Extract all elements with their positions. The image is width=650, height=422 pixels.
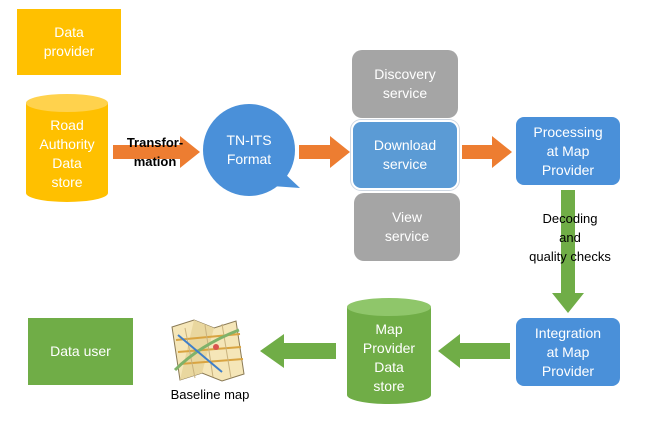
road-authority-data-store: Road Authority Data store (26, 112, 108, 196)
integration-label: Integration at Map Provider (534, 324, 602, 379)
data-provider-box: Data provider (17, 9, 121, 75)
tnits-circle (203, 104, 300, 196)
tnits-format-label: TN-ITS Format (226, 132, 272, 167)
arrow-store-to-map (260, 334, 336, 368)
view-service-label: View service (384, 209, 430, 244)
arrow-tnits-to-download (299, 136, 350, 168)
arrow-transformation (113, 136, 200, 168)
download-service-box: Download service (351, 120, 459, 190)
decoding-label: Decoding and quality checks (529, 211, 611, 264)
download-service-label: Download service (373, 137, 437, 172)
map-provider-data-store: Map Provider Data store (347, 316, 431, 400)
discovery-service-box: Discovery service (352, 50, 458, 118)
data-provider-label: Data provider (43, 24, 95, 59)
data-user-box: Data user (28, 318, 133, 385)
tnits-format-node: TN-ITS Format (204, 110, 294, 190)
map-store-cylinder (347, 298, 431, 404)
integration-box: Integration at Map Provider (516, 318, 620, 386)
processing-label: Processing at Map Provider (533, 123, 603, 178)
baseline-map-label: Baseline map (170, 387, 250, 402)
discovery-service-label: Discovery service (374, 66, 436, 101)
processing-box: Processing at Map Provider (516, 117, 620, 185)
view-service-box: View service (354, 193, 460, 261)
arrow-processing-to-integration (552, 190, 584, 313)
folded-map-icon (171, 319, 245, 382)
road-authority-label: Road Authority Data store (39, 117, 95, 190)
transformation-label: Transfor- mation (126, 135, 184, 169)
map-store-label: Map Provider Data store (362, 321, 416, 394)
data-user-label: Data user (50, 343, 111, 359)
arrow-download-to-processing (462, 136, 512, 168)
road-authority-cylinder (26, 94, 108, 202)
arrow-integration-to-store (438, 334, 510, 368)
